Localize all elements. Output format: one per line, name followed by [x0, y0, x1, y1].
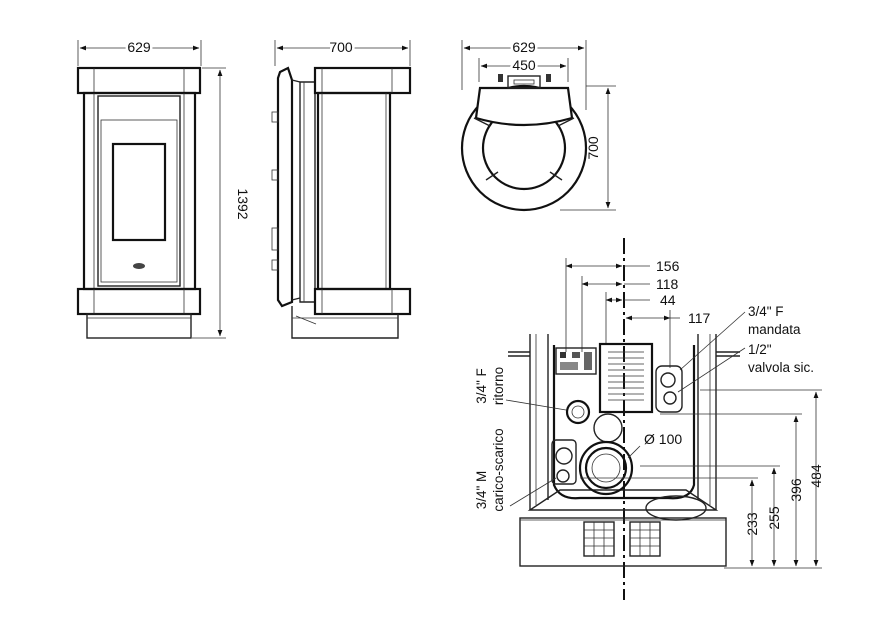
rear-vent-grille — [583, 521, 661, 557]
ritorno-fitting — [565, 399, 591, 425]
dim-255-label: 255 — [766, 506, 782, 530]
front-view: 629 1392 — [76, 37, 251, 339]
valvola-size-label: 1/2" — [748, 342, 772, 357]
side-view: 700 — [271, 37, 412, 339]
front-base — [86, 313, 192, 339]
top-depth-label: 700 — [585, 136, 601, 160]
rear-base — [519, 517, 727, 567]
dim-117-label: 117 — [688, 310, 711, 326]
side-door-profile — [276, 66, 294, 308]
mandata-name-label: mandata — [748, 322, 801, 337]
front-door-glass — [111, 142, 167, 242]
top-view: 629 450 700 — [460, 37, 616, 212]
side-bottom-cap — [313, 287, 412, 316]
brand-logo — [133, 263, 145, 269]
dim-44-label: 44 — [660, 292, 676, 308]
heat-exchanger — [598, 342, 654, 414]
carico-name-label: carico-scarico — [491, 428, 506, 511]
front-width-label: 629 — [127, 39, 151, 55]
dim-118-label: 118 — [656, 276, 679, 292]
dim-156-label: 156 — [656, 258, 680, 274]
flue-diameter-label: Ø 100 — [644, 431, 682, 447]
side-depth-label: 700 — [329, 39, 353, 55]
mandata-size-label: 3/4" F — [748, 304, 784, 319]
front-top-cap — [76, 66, 202, 95]
top-back-plate — [474, 86, 574, 127]
top-outer-ring — [460, 84, 588, 212]
dim-396-label: 396 — [788, 478, 804, 502]
rear-view: 156 118 44 117 — [474, 238, 824, 600]
top-flue-connector — [507, 75, 541, 89]
carico-scarico-fitting — [551, 439, 577, 485]
carico-size-label: 3/4" M — [474, 471, 489, 510]
top-width-label: 629 — [512, 39, 536, 55]
valvola-name-label: valvola sic. — [748, 360, 814, 375]
ritorno-name-label: ritorno — [491, 367, 506, 405]
ritorno-size-label: 3/4" F — [474, 368, 489, 404]
dim-484-label: 484 — [808, 464, 824, 488]
control-board — [555, 347, 597, 375]
flue-outlet — [578, 440, 634, 496]
front-height-label: 1392 — [235, 188, 251, 219]
top-inner-width-label: 450 — [512, 57, 536, 73]
front-bottom-cap — [76, 287, 202, 316]
dim-233-label: 233 — [744, 512, 760, 536]
side-top-cap — [313, 66, 412, 95]
